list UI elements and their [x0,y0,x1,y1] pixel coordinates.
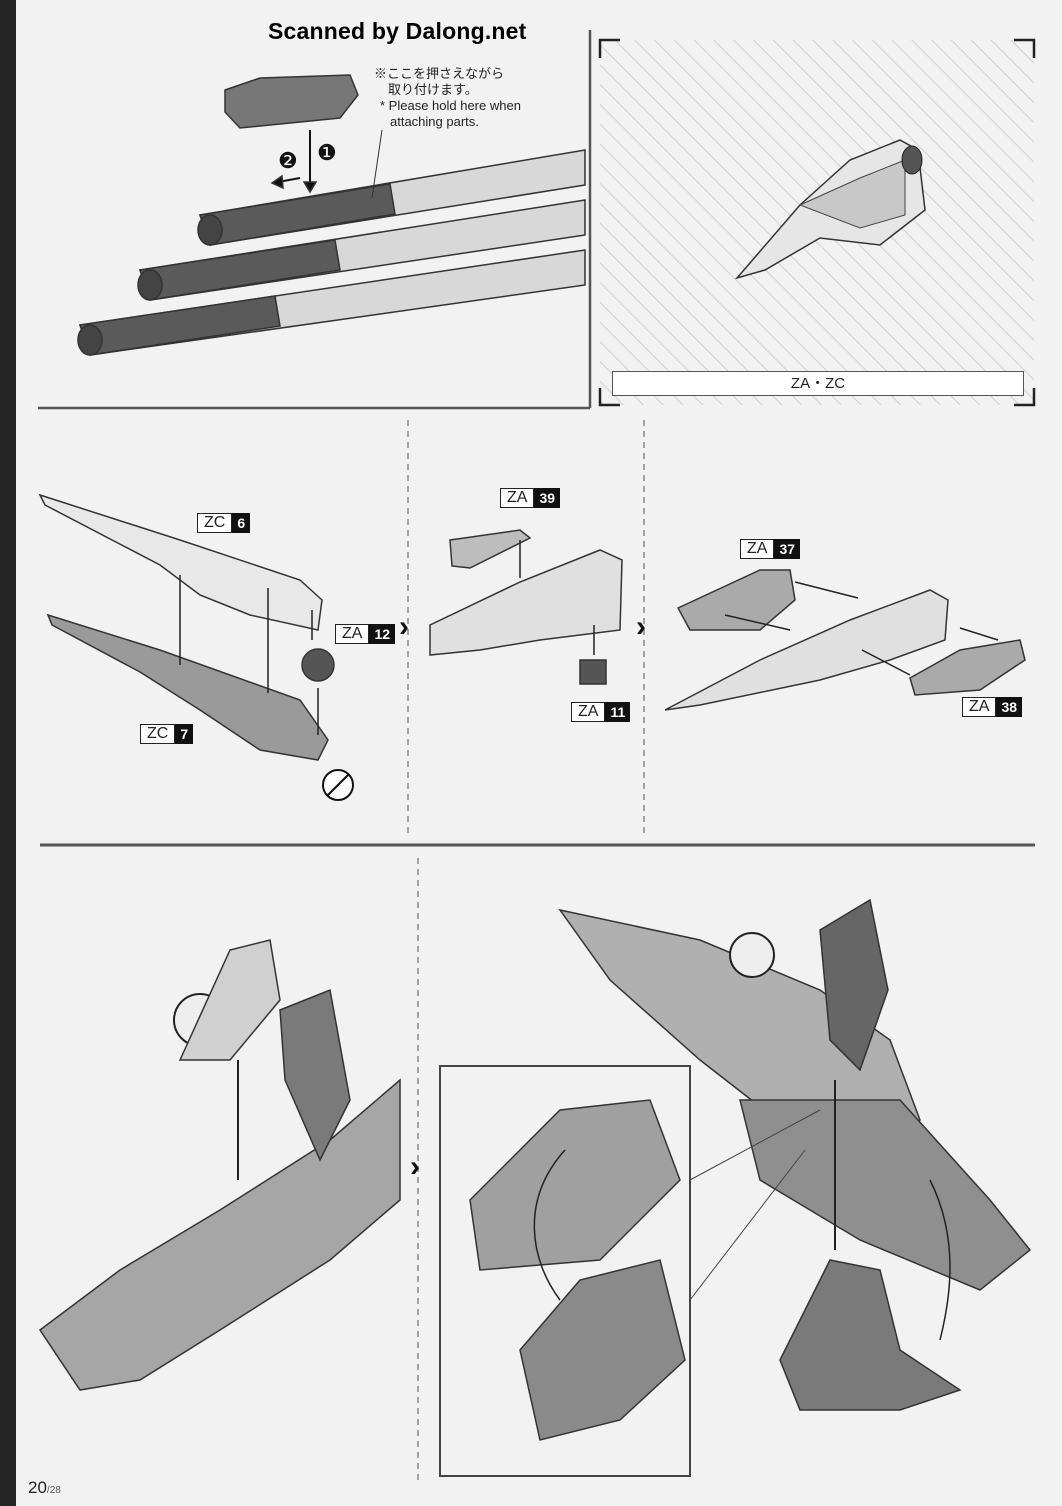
part-label-za37: ZA 37 [740,539,801,559]
step3-parts [664,569,1026,711]
step-marker-1: ❶ [317,140,337,165]
barrel-assembly [77,74,586,356]
part-number: 39 [534,488,561,508]
watermark: Scanned by Dalong.net [268,18,527,44]
bottom-right-assembly [439,898,1032,1477]
part-runner: ZA [571,702,606,722]
step-arrow-3: › [410,1150,420,1183]
reference-panel [598,38,1036,407]
part-number: 37 [774,539,801,559]
part-runner: ZA [962,697,997,717]
part-runner: ZA [500,488,535,508]
part-label-zc6: ZC 6 [197,513,251,533]
part-number: 6 [232,513,251,533]
step2-parts [429,529,623,685]
step-arrow-1: › [399,610,409,643]
note-en-line1: * Please hold here when [380,98,521,113]
part-runner: ZA [740,539,775,559]
part-number: 7 [175,724,194,744]
step-marker-2: ❷ [278,148,298,173]
bottom-left-assembly [38,939,401,1391]
note-jp-line2: 取り付けます。 [388,82,478,97]
part-number: 38 [996,697,1023,717]
assembly-note: ※ここを押さえながら 取り付けます。 * Please hold here wh… [374,66,521,130]
page-edge-bar [0,0,16,1506]
page-current: 20 [28,1478,47,1497]
part-runner: ZC [140,724,176,744]
page-total: /28 [46,1485,61,1496]
note-jp-line1: ※ここを押さえながら [374,66,505,81]
part-label-za39: ZA 39 [500,488,561,508]
page-number: 20/28 [28,1478,61,1498]
part-label-zc7: ZC 7 [140,724,194,744]
part-runner: ZC [197,513,233,533]
part-label-za12: ZA 12 [335,624,396,644]
note-en-line2: attaching parts. [390,114,479,129]
part-number: 11 [605,702,631,722]
part-number: 12 [369,624,396,644]
part-label-za11: ZA 11 [571,702,631,722]
step-arrow-2: › [636,610,646,643]
part-runner: ZA [335,624,370,644]
part-label-za38: ZA 38 [962,697,1023,717]
step1-parts [38,493,354,801]
reference-label-box: ZA・ZC [612,371,1024,396]
